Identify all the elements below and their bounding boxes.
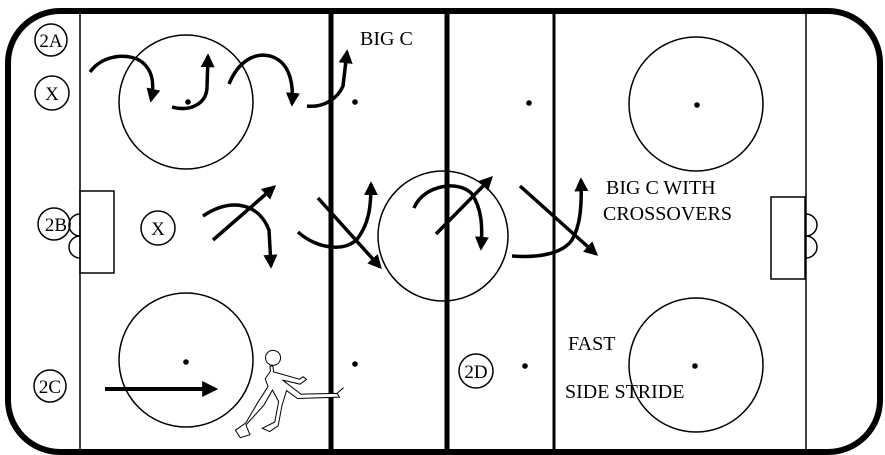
station-2d-label: 2D [464, 362, 487, 383]
faceoff-circle-bottom-right [628, 297, 764, 433]
rink-boards [5, 8, 883, 455]
net-left [79, 190, 115, 274]
station-2d: 2D [458, 353, 494, 389]
marker-x-mid-label: X [151, 219, 165, 240]
crease-right [805, 213, 818, 259]
label-big-c-crossovers-line1: BIG C WITH [606, 177, 716, 199]
station-2c-label: 2C [39, 377, 61, 398]
faceoff-circle-top-left [118, 34, 254, 170]
station-2a: 2A [34, 23, 68, 57]
label-fast: FAST [568, 333, 615, 355]
station-2b-label: 2B [45, 215, 67, 236]
station-2b: 2B [37, 207, 71, 241]
marker-x-top: X [34, 75, 70, 111]
crease-left [68, 213, 81, 259]
station-2a-label: 2A [39, 31, 63, 52]
station-2c: 2C [33, 369, 67, 403]
crossover-path-arrows [202, 176, 599, 270]
faceoff-circle-bottom-left [118, 292, 254, 428]
label-side-stride: SIDE STRIDE [565, 381, 684, 403]
net-right [770, 196, 806, 280]
faceoff-circle-top-right [628, 36, 764, 172]
center-circle [377, 170, 509, 302]
label-big-c-crossovers-line2: CROSSOVERS [603, 203, 732, 225]
label-big-c: BIG C [360, 28, 413, 50]
marker-x-top-label: X [45, 84, 59, 105]
marker-x-mid: X [140, 210, 176, 246]
faceoff-dots [183, 99, 700, 369]
big-c-path-arrows [88, 49, 353, 111]
skater-figure-icon [234, 349, 344, 439]
